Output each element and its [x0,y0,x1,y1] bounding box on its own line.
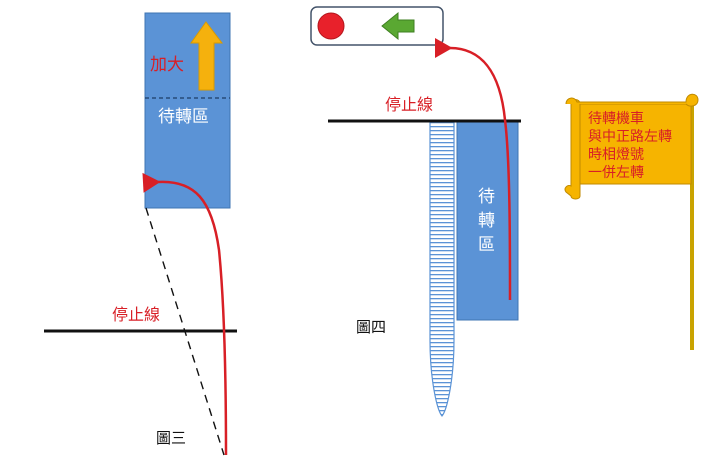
stop-line-label: 停止線 [385,95,433,114]
scroll-curl-top [565,93,699,107]
figure-4-caption: 圖四 [356,318,386,336]
flag-text-line-4: 一併左轉 [588,165,644,181]
scroll-curl-left [564,99,581,200]
red-light-icon [317,12,345,40]
stop-line-label: 停止線 [112,305,160,324]
enlarge-arrow-icon [190,21,224,91]
waiting-zone-label-2: 轉 [478,211,495,231]
waiting-zone-label: 待轉區 [158,107,209,127]
traffic-signal [310,6,444,46]
enlarge-label: 加大 [150,55,184,75]
left-turn-path [142,172,228,456]
waiting-zone-label-3: 區 [478,235,495,255]
waiting-zone-label-1: 待 [478,187,495,207]
left-turn-path [434,37,512,301]
figure-3: 加大 待轉區 停止線 圖三 [44,12,237,456]
flag-text-line-1: 待轉機車 [588,110,644,127]
left-arrow-icon [381,11,415,41]
flag-banner [570,103,692,185]
signal-housing [310,6,444,46]
flag-text-line-3: 時相燈號 [588,147,644,163]
figure-3-caption: 圖三 [156,429,186,447]
figure-4: 待 轉 區 停止線 圖四 [328,37,521,417]
motorcycle-queue-area [429,121,455,417]
notice-flag: 待轉機車 與中正路左轉 時相燈號 一併左轉 [564,93,699,350]
flag-text-line-2: 與中正路左轉 [588,129,672,145]
